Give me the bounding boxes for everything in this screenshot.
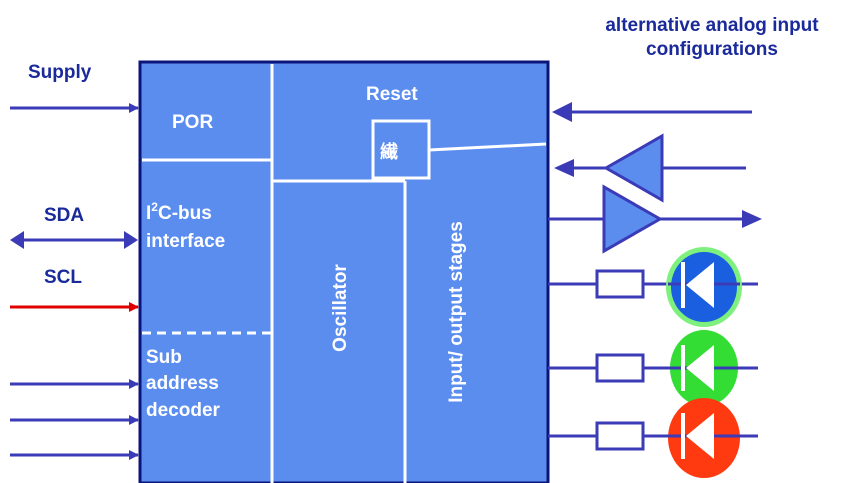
resistor-3	[595, 421, 645, 451]
i2c-superscript: 2	[151, 200, 158, 214]
oscillator-label: Oscillator	[330, 264, 351, 352]
led-blue	[666, 247, 742, 327]
sub-label-line3: decoder	[146, 400, 221, 421]
input-arrow-head	[552, 102, 572, 122]
left-signals	[10, 103, 139, 460]
buffer-right-arrow-head	[742, 210, 762, 228]
resistor-1	[595, 269, 645, 299]
i2c-prefix: I	[146, 203, 151, 224]
sda-arrow-head-right	[124, 231, 138, 249]
alt-config-label-line2: configurations	[646, 39, 778, 60]
reset-label: Reset	[366, 84, 418, 105]
supply-label: Supply	[28, 62, 92, 83]
por-label: POR	[172, 112, 213, 133]
buffer-left-arrow-head	[554, 159, 574, 177]
i2c-label-line1: I2C-bus	[146, 200, 212, 224]
reset-glyph: 繊	[380, 141, 398, 163]
sub-label-line1: Sub	[146, 347, 182, 368]
buffer-left-triangle	[602, 133, 664, 203]
alt-config-label-line1: alternative analog input	[605, 15, 819, 36]
right-configs	[548, 102, 762, 451]
i2c-label-line2: interface	[146, 231, 225, 252]
led-red	[668, 398, 740, 478]
buffer-right-triangle	[602, 184, 664, 254]
sda-label: SDA	[44, 205, 84, 226]
resistor-2	[595, 353, 645, 383]
sda-arrow-head-left	[10, 231, 24, 249]
io-stages-label: Input/ output stages	[446, 221, 467, 403]
block-dividers	[142, 64, 547, 483]
chip-body	[138, 60, 550, 483]
sub-label-line2: address	[146, 373, 219, 394]
led-green	[670, 330, 738, 406]
scl-label: SCL	[44, 267, 82, 288]
i2c-rest: C-bus	[158, 203, 212, 224]
